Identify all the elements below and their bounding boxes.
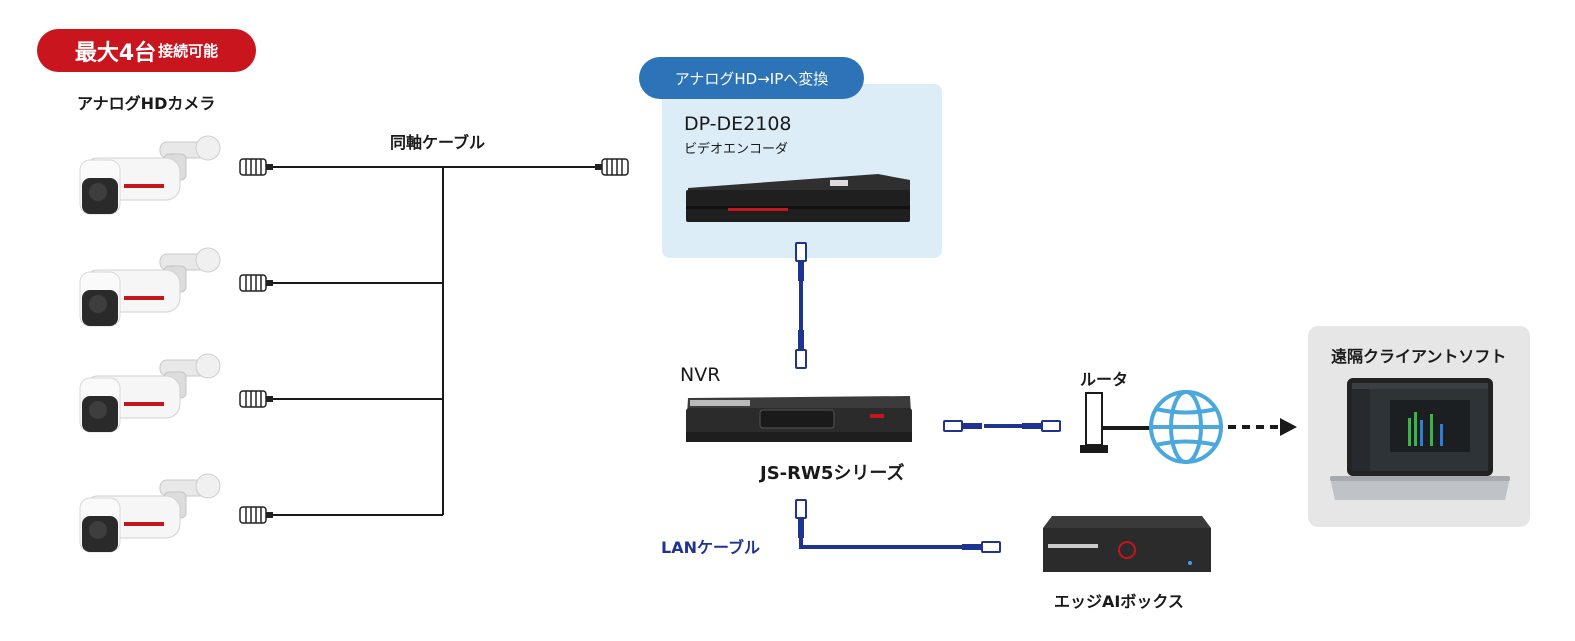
max-connections-count: 最大4台 <box>74 40 157 66</box>
arrow-right-icon <box>1228 418 1297 436</box>
bnc-connector-icon <box>239 390 274 408</box>
lan-cable-label: LANケーブル <box>661 538 761 557</box>
camera-icon <box>79 353 221 433</box>
camera-icon <box>79 473 221 553</box>
max-connections-suffix: 接続可能 <box>158 42 219 60</box>
rj45-connector-icon <box>795 329 807 369</box>
rj45-connector-icon <box>1021 420 1061 432</box>
bnc-connector-icon <box>239 506 274 524</box>
router-label: ルータ <box>1080 370 1129 389</box>
laptop-icon <box>1330 378 1510 500</box>
encoder-model-label: DP-DE2108 <box>684 113 792 135</box>
rj45-connector-icon <box>795 499 807 539</box>
lan-cable-nvr-router <box>943 420 1061 432</box>
camera-icon <box>79 247 221 327</box>
globe-icon <box>1149 390 1223 464</box>
nvr-label: NVR <box>680 364 721 386</box>
rj45-connector-icon <box>943 420 983 432</box>
remote-client-label: 遠隔クライアントソフト <box>1331 347 1507 366</box>
camera-icon <box>79 135 221 215</box>
lan-cable-nvr-edgebox <box>795 499 1001 553</box>
edge-ai-box-icon <box>1043 516 1211 572</box>
max-connections-badge: 最大4台接続可能 <box>37 29 256 72</box>
nvr-series-label: JS-RW5シリーズ <box>760 463 905 484</box>
conversion-badge: アナログHD→IPへ変換 <box>639 57 864 99</box>
router-icon <box>1080 392 1150 453</box>
coax-cable-lines <box>272 166 596 516</box>
nvr-device-icon <box>686 396 912 442</box>
lan-cable-encoder-nvr <box>795 242 807 369</box>
encoder-device-icon <box>686 174 910 222</box>
edge-ai-box-label: エッジAIボックス <box>1054 592 1184 611</box>
bnc-connector-icon <box>594 158 629 176</box>
bnc-connector-icon <box>239 158 274 176</box>
analog-camera-label: アナログHDカメラ <box>77 94 216 113</box>
bnc-connector-icon <box>239 274 274 292</box>
rj45-connector-icon <box>961 541 1001 553</box>
coax-cable-label: 同軸ケーブル <box>390 133 486 152</box>
rj45-connector-icon <box>795 242 807 282</box>
encoder-name-label: ビデオエンコーダ <box>684 142 789 157</box>
encoder-panel <box>662 84 942 258</box>
